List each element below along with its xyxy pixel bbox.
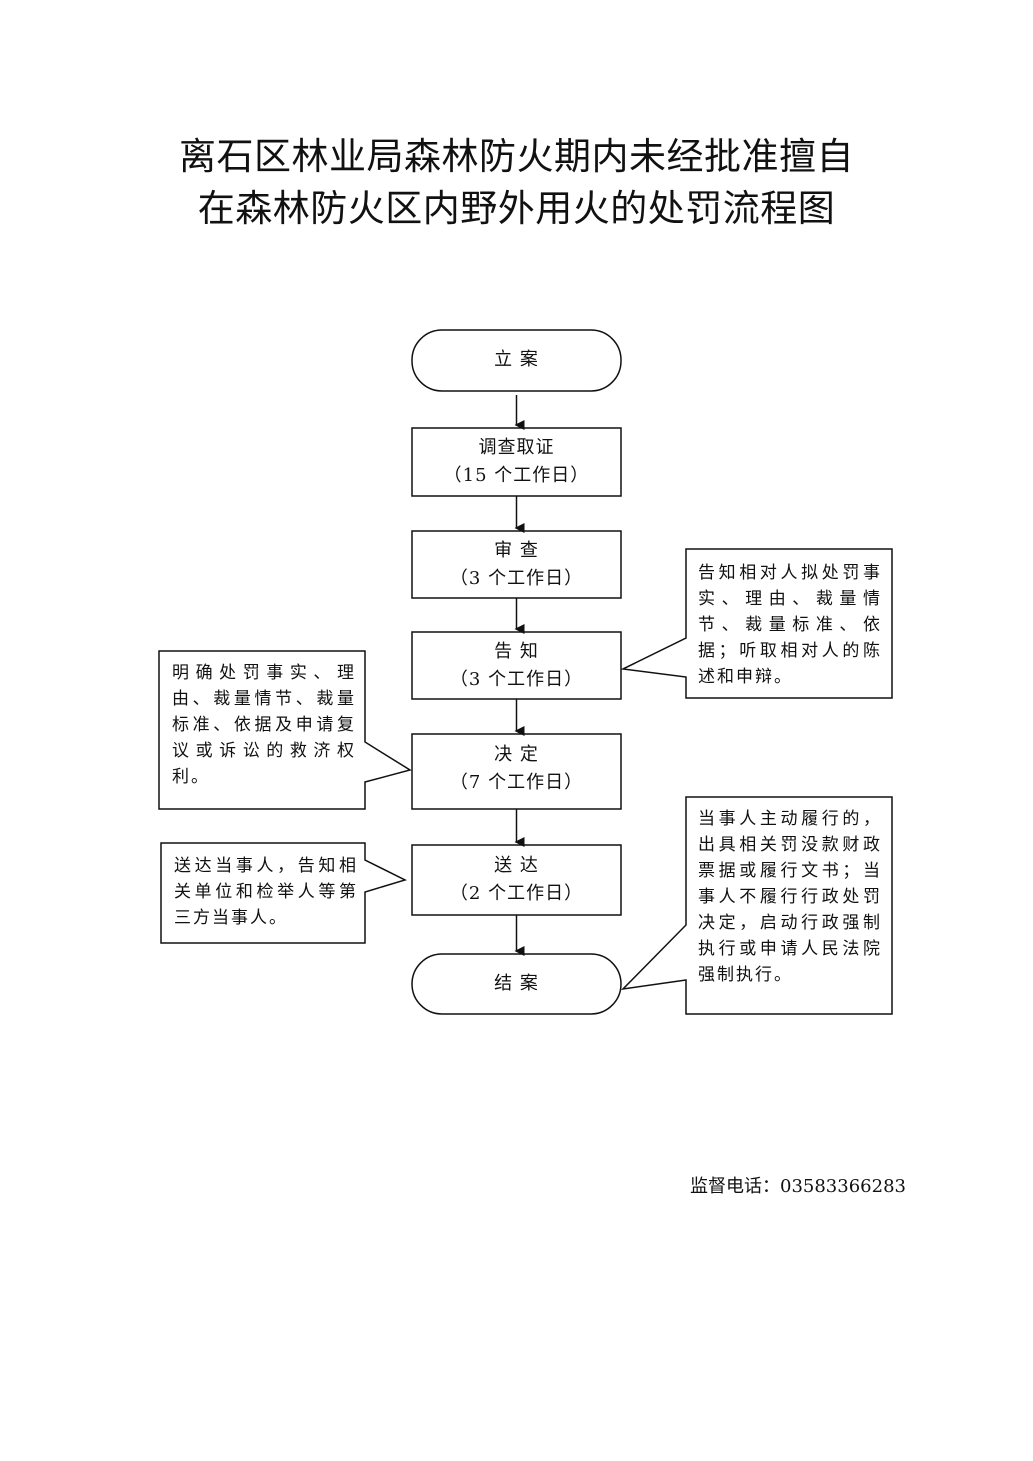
- callout-notify: [620, 548, 893, 699]
- decide-label: 决 定: [494, 744, 539, 765]
- decide-duration: （7 个工作日）: [449, 772, 584, 793]
- deliver-duration: （2 个工作日）: [449, 883, 584, 904]
- callout-decide: [158, 650, 412, 810]
- note-decide: 明确处罚事实、理由、裁量情节、裁量标准、依据及申请复议或诉讼的救济权利。: [172, 663, 356, 787]
- investigate-label: 调查取证: [478, 437, 555, 458]
- start-terminal: [411, 329, 622, 392]
- deliver-label: 送 达: [494, 855, 539, 876]
- note-deliver: 送达当事人，告知相关单位和检举人等第三方当事人。: [174, 856, 358, 928]
- callout-close: [620, 796, 893, 1015]
- page-title-line2: 在森林防火区内野外用火的处罚流程图: [197, 187, 836, 230]
- page-title-line1: 离石区林业局森林防火期内未经批准擅自: [179, 135, 854, 178]
- investigate-duration: （15 个工作日）: [443, 465, 590, 486]
- note-notify: 告知相对人拟处罚事实、理由、裁量情节、裁量标准、依据；听取相对人的陈述和申辩。: [698, 563, 882, 687]
- notify-duration: （3 个工作日）: [449, 669, 584, 690]
- review-duration: （3 个工作日）: [449, 568, 584, 589]
- start-label: 立 案: [494, 349, 539, 370]
- callout-deliver: [160, 842, 408, 944]
- close-label: 结 案: [494, 973, 539, 994]
- note-close: 当事人主动履行的，出具相关罚没款财政票据或履行文书；当事人不履行行政处罚决定，启…: [698, 809, 882, 985]
- notify-label: 告 知: [494, 641, 539, 662]
- review-label: 审 查: [494, 540, 539, 561]
- supervise-phone: 监督电话：03583366283: [690, 1176, 906, 1197]
